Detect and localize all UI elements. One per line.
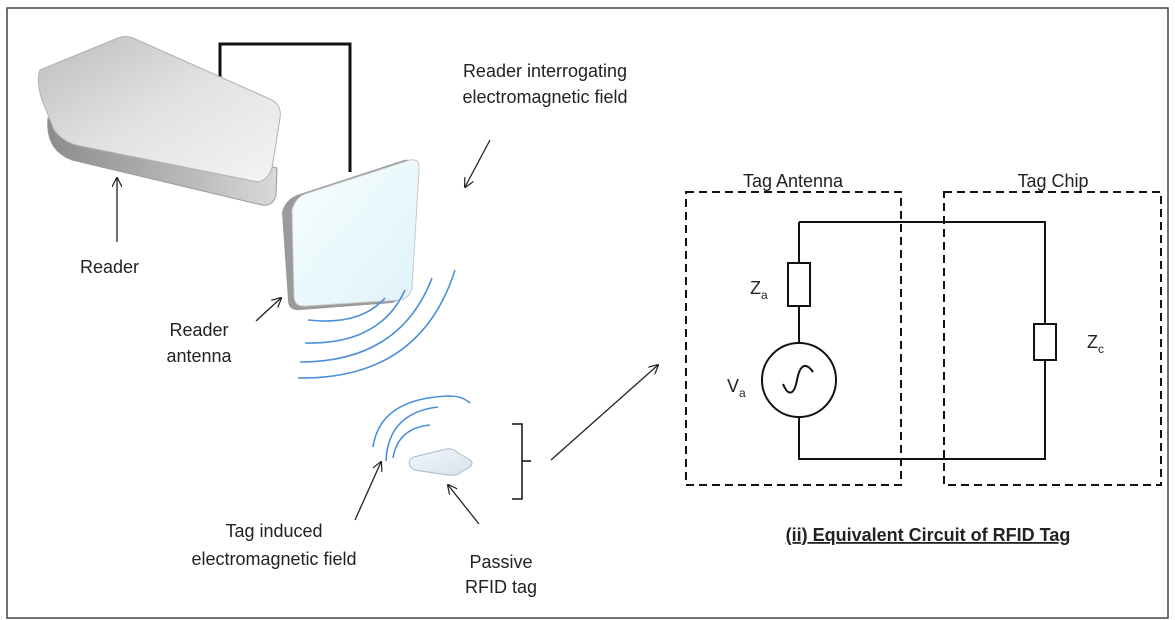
equivalent-circuit: Tag Antenna Tag Chip Za Va Zc (ii) Equiv… [685,171,1162,545]
reader-device [37,36,281,206]
reader-antenna-label-1: Reader [169,320,228,340]
tag-antenna-box-label: Tag Antenna [743,171,844,191]
tag-antenna-box [685,191,902,486]
passive-tag-arrow [448,485,480,525]
zc-label: Zc [1087,332,1104,356]
antenna-arrow [255,298,281,322]
circuit-pointer-arrow [550,365,658,461]
za-resistor [787,262,811,307]
passive-tag-label-2: RFID tag [465,577,537,597]
circuit-wires [798,221,1046,460]
tag-chip-box-label: Tag Chip [1017,171,1088,191]
reader-antenna-panel [282,159,420,311]
reader-antenna-label-2: antenna [166,346,232,366]
interrogating-label-2: electromagnetic field [462,87,627,107]
zc-resistor [1033,323,1057,361]
reader-label: Reader [80,257,139,277]
passive-tag-label-1: Passive [469,552,532,572]
reader-field-waves [297,269,456,379]
interrogating-label-1: Reader interrogating [463,61,627,81]
reader-cable [218,42,352,172]
za-label: Za [750,278,768,302]
va-source [761,342,837,418]
tag-field-waves [372,395,471,462]
circuit-caption: (ii) Equivalent Circuit of RFID Tag [786,525,1071,545]
tag-bracket [512,423,531,500]
interrogating-arrow [465,139,491,187]
va-label: Va [727,376,746,400]
tag-field-label-1: Tag induced [225,521,322,541]
outer-frame [6,7,1169,619]
sine-wave-icon [782,364,814,394]
tag-chip-box [943,191,1162,486]
passive-tag [408,448,473,476]
tag-field-arrow [354,462,381,521]
tag-field-label-2: electromagnetic field [191,549,356,569]
